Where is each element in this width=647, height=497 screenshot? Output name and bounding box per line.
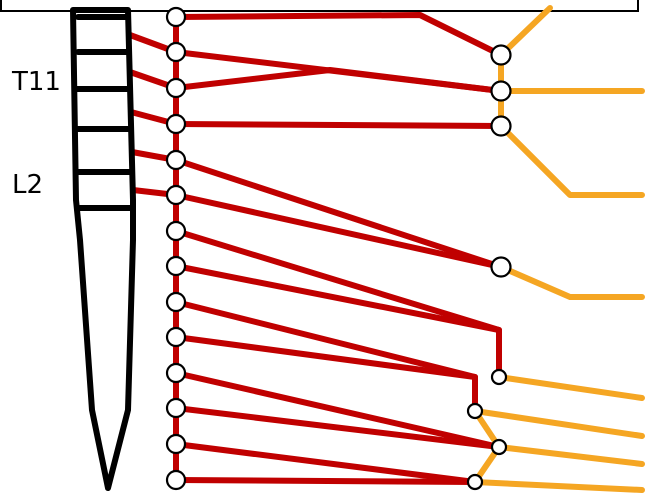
ganglion-nodes: [466, 44, 512, 491]
ganglion-node: [490, 256, 512, 278]
spinal-node: [165, 433, 187, 455]
label-t11: T11: [11, 67, 61, 97]
spinal-node: [165, 326, 187, 348]
spinal-nodes: [165, 6, 187, 491]
spinal-node: [165, 291, 187, 313]
spinal-node: [165, 220, 187, 242]
red-nerve-line: [173, 370, 502, 450]
red-nerve-line: [173, 12, 504, 58]
orange-nerve-line: [498, 123, 645, 198]
spinal-column: [70, 7, 136, 491]
label-l2: L2: [12, 170, 43, 200]
ganglion-node: [490, 368, 508, 386]
ganglion-node: [490, 80, 512, 102]
red-nerve-line: [173, 67, 504, 94]
vertebra-dividers: [74, 14, 134, 211]
red-nerve-line: [173, 441, 478, 485]
red-nerve-line: [173, 477, 478, 485]
spinal-node: [165, 77, 187, 99]
ganglion-node: [466, 402, 484, 420]
red-nerve-line: [173, 192, 504, 270]
red-nerve-line: [173, 405, 502, 450]
spinal-column-outline: [70, 7, 136, 491]
red-nerve-line: [173, 263, 502, 333]
ganglion-node: [490, 438, 508, 456]
red-nerve-lines: [127, 12, 504, 485]
orange-nerve-line: [472, 479, 645, 493]
ganglion-node: [490, 44, 512, 66]
header-box-frame: [0, 0, 639, 12]
orange-nerve-line: [472, 408, 645, 439]
spinal-node: [165, 255, 187, 277]
spinal-node: [165, 113, 187, 135]
orange-nerve-lines: [472, 5, 645, 493]
spinal-node: [165, 184, 187, 206]
red-nerve-line: [173, 334, 478, 380]
orange-nerve-line: [496, 444, 645, 467]
spinal-node: [165, 6, 187, 28]
header-box: [0, 0, 639, 12]
spinal-node: [165, 469, 187, 491]
red-nerve-line: [173, 121, 504, 129]
spinal-node: [165, 41, 187, 63]
ganglion-node: [490, 115, 512, 137]
spinal-node: [165, 149, 187, 171]
ganglion-node: [466, 473, 484, 491]
orange-nerve-line: [496, 374, 645, 401]
spinal-node: [165, 362, 187, 384]
orange-nerve-line: [498, 264, 645, 300]
red-nerve-line: [173, 157, 504, 270]
spinal-node: [165, 397, 187, 419]
orange-nerve-line: [498, 5, 553, 58]
